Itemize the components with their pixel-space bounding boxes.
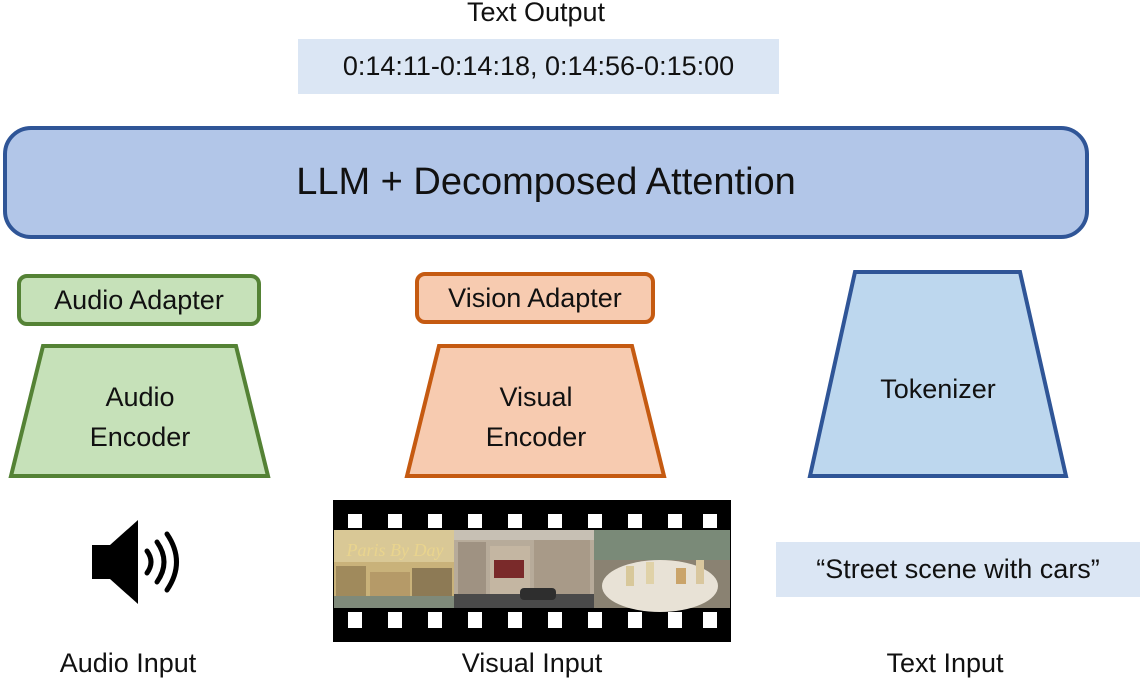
text-input-box: “Street scene with cars” [776,542,1140,597]
speaker-icon [92,520,179,604]
vision-adapter: Vision Adapter [415,272,655,324]
visual-encoder-label-line2: Encoder [485,422,587,452]
visual-input-label: Visual Input [461,648,603,678]
film-strip: Paris By Day [333,500,731,642]
film-frame-1 [334,530,454,608]
audio-input-label: Audio Input [59,648,197,678]
audio-encoder-label-line1: Audio [105,382,175,412]
film-sprocket-holes-bottom [348,612,717,628]
film-caption: Paris By Day [346,540,444,560]
film-frame-2 [454,530,594,608]
text-output-box: 0:14:11-0:14:18, 0:14:56-0:15:00 [298,39,779,94]
tokenizer-shape [807,270,1069,478]
llm-block: LLM + Decomposed Attention [3,126,1089,239]
film-sprocket-holes-top [348,514,717,528]
text-output-title: Text Output [466,0,606,27]
audio-adapter: Audio Adapter [17,274,261,326]
film-frame-3 [594,530,730,612]
visual-encoder-shape [404,344,667,478]
audio-encoder-label-line2: Encoder [89,422,191,452]
text-input-label: Text Input [886,648,1004,678]
visual-encoder-label-line1: Visual [499,382,573,412]
tokenizer-label: Tokenizer [880,374,996,404]
audio-encoder-shape [8,344,271,478]
